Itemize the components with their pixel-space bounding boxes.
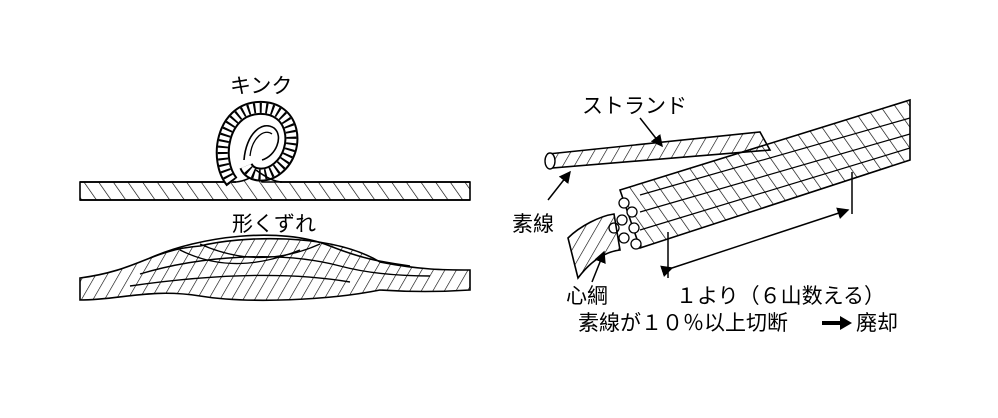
core-label: 心綱 — [566, 284, 608, 308]
core-arrow — [591, 250, 606, 283]
deformed-rope — [79, 234, 471, 302]
discard-arrow-icon — [822, 316, 852, 330]
wire-label: 素線 — [512, 212, 554, 236]
deformation-label: 形くずれ — [232, 212, 316, 236]
strand-label: ストランド — [582, 94, 687, 118]
wire-arrow — [547, 170, 571, 201]
strand-arrow — [639, 117, 663, 148]
lay-length-dimension — [660, 172, 853, 278]
lay-label: １より（６山数える） — [676, 284, 885, 308]
kink-rope — [79, 101, 471, 201]
right-rope — [544, 98, 911, 280]
discard-label: 素線が１０％以上切断 — [578, 311, 788, 335]
kink-label: キンク — [230, 74, 293, 98]
discard-result: 廃却 — [856, 311, 898, 335]
